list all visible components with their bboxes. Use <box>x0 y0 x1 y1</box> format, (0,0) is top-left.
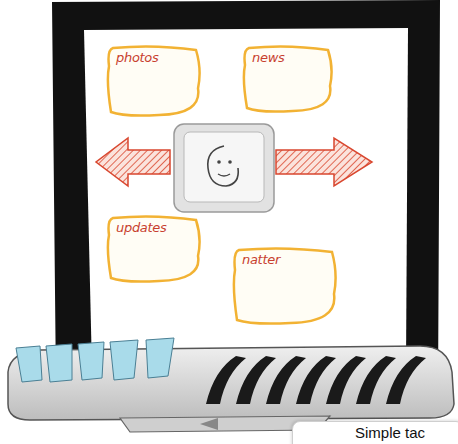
base-tabs <box>16 338 174 382</box>
caption-box: Simple tac <box>292 421 458 444</box>
caption-text: Simple tac <box>355 424 425 441</box>
face-mouth <box>218 174 230 176</box>
speech-blob: photos <box>104 44 204 118</box>
screen <box>84 28 408 370</box>
speech-blob: updates <box>104 214 204 284</box>
blob-label: updates <box>104 214 204 235</box>
stand-base <box>8 346 454 420</box>
centre-button <box>174 124 274 212</box>
blob-label: news <box>240 44 336 65</box>
base-slots <box>206 356 426 404</box>
face-icon <box>208 146 238 186</box>
stand-pointer <box>200 418 218 430</box>
centre-button-face <box>184 132 264 202</box>
speech-blob: news <box>240 44 336 114</box>
monitor-bezel <box>52 0 440 398</box>
speech-blob: natter <box>230 246 340 326</box>
blob-label: photos <box>104 44 204 65</box>
right-arrow <box>276 138 372 186</box>
face-eye <box>228 160 232 164</box>
blob-label: natter <box>230 246 340 267</box>
face-eye <box>217 160 221 164</box>
left-arrow <box>96 138 170 186</box>
